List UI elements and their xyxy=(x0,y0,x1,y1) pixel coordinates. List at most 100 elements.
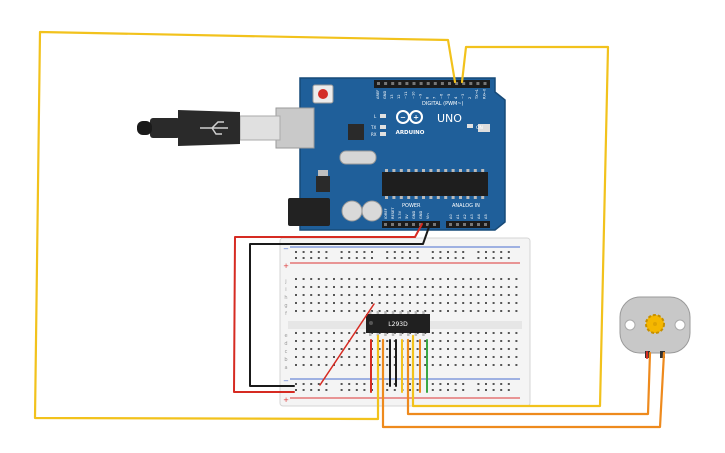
breadboard-hole[interactable] xyxy=(492,348,495,350)
rail-hole[interactable] xyxy=(477,383,480,385)
rail-hole[interactable] xyxy=(447,383,449,385)
breadboard-hole[interactable] xyxy=(447,294,449,296)
breadboard-hole[interactable] xyxy=(500,332,503,334)
rail-hole[interactable] xyxy=(340,383,343,385)
breadboard-hole[interactable] xyxy=(302,332,305,334)
breadboard-hole[interactable] xyxy=(454,332,457,334)
breadboard-hole[interactable] xyxy=(340,310,343,312)
rail-hole[interactable] xyxy=(302,251,305,253)
breadboard-hole[interactable] xyxy=(469,340,472,342)
rail-hole[interactable] xyxy=(393,257,396,259)
header-pin[interactable] xyxy=(398,82,402,85)
breadboard-hole[interactable] xyxy=(500,278,503,280)
rail-hole[interactable] xyxy=(295,251,297,253)
breadboard-hole[interactable] xyxy=(333,332,335,334)
breadboard-hole[interactable] xyxy=(485,278,487,280)
breadboard-hole[interactable] xyxy=(355,302,358,304)
breadboard-hole[interactable] xyxy=(500,340,503,342)
breadboard-hole[interactable] xyxy=(515,364,518,366)
breadboard-hole[interactable] xyxy=(355,332,358,334)
breadboard-hole[interactable] xyxy=(325,302,328,304)
breadboard-hole[interactable] xyxy=(454,278,457,280)
breadboard-hole[interactable] xyxy=(325,356,328,358)
header-pin[interactable] xyxy=(398,223,401,226)
rail-hole[interactable] xyxy=(507,257,510,259)
breadboard-hole[interactable] xyxy=(386,348,389,350)
breadboard-hole[interactable] xyxy=(363,286,366,288)
rail-hole[interactable] xyxy=(355,383,358,385)
header-pin[interactable] xyxy=(470,223,473,226)
breadboard-hole[interactable] xyxy=(378,340,381,342)
breadboard-hole[interactable] xyxy=(325,332,328,334)
breadboard-hole[interactable] xyxy=(378,294,381,296)
header-pin[interactable] xyxy=(449,223,452,226)
breadboard-hole[interactable] xyxy=(477,286,480,288)
rail-hole[interactable] xyxy=(485,257,487,259)
breadboard-hole[interactable] xyxy=(295,340,297,342)
breadboard-hole[interactable] xyxy=(295,286,297,288)
breadboard-hole[interactable] xyxy=(310,310,313,312)
breadboard-hole[interactable] xyxy=(401,310,404,312)
rail-hole[interactable] xyxy=(386,389,389,391)
rail-hole[interactable] xyxy=(340,257,343,259)
breadboard-hole[interactable] xyxy=(485,302,487,304)
rail-hole[interactable] xyxy=(325,257,328,259)
breadboard-hole[interactable] xyxy=(340,302,343,304)
header-pin[interactable] xyxy=(448,82,451,85)
rail-hole[interactable] xyxy=(409,251,411,253)
breadboard-hole[interactable] xyxy=(333,356,335,358)
breadboard-hole[interactable] xyxy=(447,348,449,350)
breadboard-hole[interactable] xyxy=(386,278,389,280)
header-pin[interactable] xyxy=(463,223,466,226)
breadboard-hole[interactable] xyxy=(462,332,465,334)
breadboard-hole[interactable] xyxy=(317,286,320,288)
breadboard-hole[interactable] xyxy=(424,302,427,304)
breadboard-hole[interactable] xyxy=(515,356,518,358)
breadboard-hole[interactable] xyxy=(424,286,427,288)
rail-hole[interactable] xyxy=(500,383,503,385)
breadboard-hole[interactable] xyxy=(439,356,442,358)
breadboard-hole[interactable] xyxy=(333,340,335,342)
breadboard-hole[interactable] xyxy=(424,356,427,358)
breadboard-hole[interactable] xyxy=(416,356,419,358)
breadboard-hole[interactable] xyxy=(462,278,465,280)
rail-hole[interactable] xyxy=(462,389,465,391)
breadboard-hole[interactable] xyxy=(409,294,411,296)
breadboard-hole[interactable] xyxy=(393,294,396,296)
breadboard-hole[interactable] xyxy=(371,286,373,288)
breadboard-hole[interactable] xyxy=(310,332,313,334)
breadboard-hole[interactable] xyxy=(333,294,335,296)
breadboard-hole[interactable] xyxy=(317,332,320,334)
breadboard-hole[interactable] xyxy=(492,294,495,296)
breadboard-hole[interactable] xyxy=(462,302,465,304)
breadboard-hole[interactable] xyxy=(302,364,305,366)
rail-hole[interactable] xyxy=(363,383,366,385)
breadboard-hole[interactable] xyxy=(355,286,358,288)
breadboard-hole[interactable] xyxy=(454,294,457,296)
breadboard-hole[interactable] xyxy=(424,364,427,366)
rail-hole[interactable] xyxy=(317,389,320,391)
breadboard-hole[interactable] xyxy=(416,302,419,304)
breadboard-hole[interactable] xyxy=(310,302,313,304)
breadboard-hole[interactable] xyxy=(348,332,351,334)
breadboard-hole[interactable] xyxy=(333,302,335,304)
rail-hole[interactable] xyxy=(409,389,411,391)
breadboard-hole[interactable] xyxy=(378,278,381,280)
rail-hole[interactable] xyxy=(401,251,404,253)
rail-hole[interactable] xyxy=(310,383,313,385)
rail-hole[interactable] xyxy=(477,257,480,259)
breadboard-hole[interactable] xyxy=(439,294,442,296)
rail-hole[interactable] xyxy=(492,257,495,259)
rail-hole[interactable] xyxy=(393,389,396,391)
breadboard-hole[interactable] xyxy=(325,340,328,342)
rail-hole[interactable] xyxy=(454,383,457,385)
breadboard-hole[interactable] xyxy=(416,364,419,366)
breadboard-hole[interactable] xyxy=(340,294,343,296)
breadboard-hole[interactable] xyxy=(386,302,389,304)
breadboard-hole[interactable] xyxy=(317,348,320,350)
breadboard-hole[interactable] xyxy=(378,286,381,288)
breadboard-hole[interactable] xyxy=(500,356,503,358)
rail-hole[interactable] xyxy=(447,257,449,259)
breadboard-hole[interactable] xyxy=(439,286,442,288)
breadboard-hole[interactable] xyxy=(500,364,503,366)
